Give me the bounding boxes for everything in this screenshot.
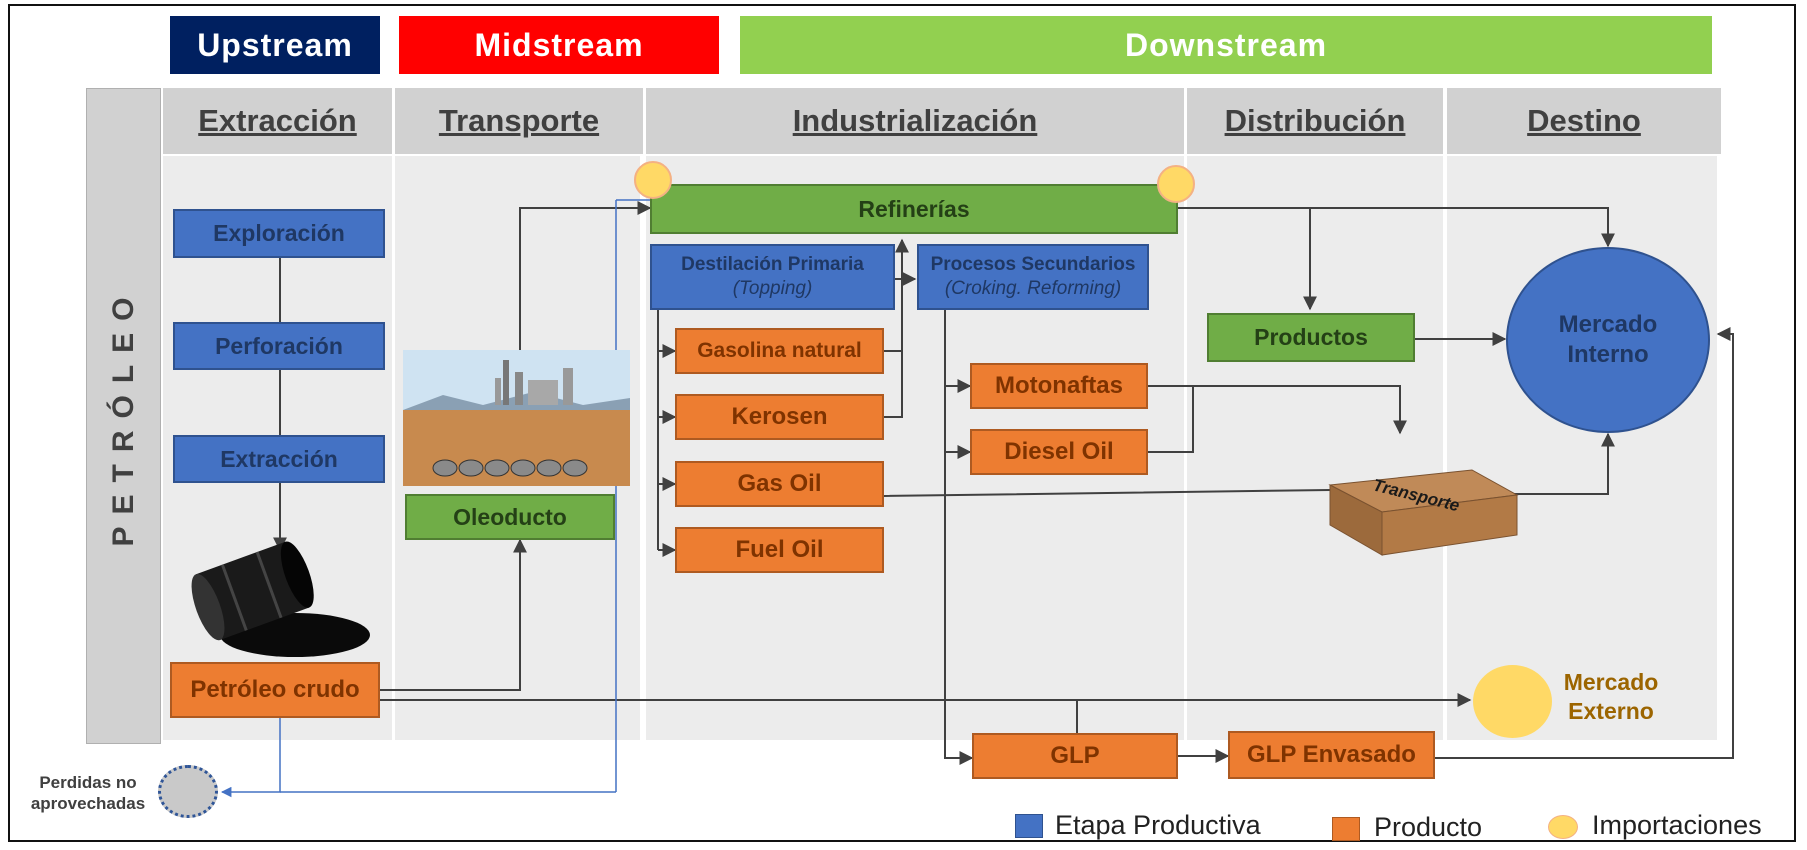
node-mercado-externo-line1: Mercado [1563, 669, 1659, 696]
node-motonaftas: Motonaftas [970, 363, 1148, 409]
node-mercado-externo-label: Mercado Externo [1548, 662, 1674, 732]
band-upstream: Upstream [170, 16, 380, 74]
node-destilacion-subtitle: (Topping) [732, 278, 813, 299]
node-petroleo-crudo: Petróleo crudo [170, 662, 380, 718]
node-oleoducto: Oleoducto [405, 494, 615, 540]
node-fuel-oil: Fuel Oil [675, 527, 884, 573]
node-productos-label: Productos [1254, 324, 1368, 351]
link-crudo-oleoducto [380, 538, 527, 691]
node-perdidas-label: Perdidas no aprovechadas [18, 766, 158, 820]
node-kerosen-label: Kerosen [731, 403, 828, 430]
link-refineria-input [519, 201, 652, 350]
node-oleoducto-label: Oleoducto [453, 503, 567, 530]
legend-importaciones-swatch [1548, 815, 1578, 839]
node-exploracion-label: Exploración [213, 220, 345, 247]
oil-barrel-image [191, 541, 370, 657]
node-glp-label: GLP [1050, 742, 1100, 769]
node-procesos-secundarios: Procesos Secundarios (Croking. Reforming… [917, 244, 1149, 310]
column-header-destino: Destino [1447, 88, 1721, 154]
band-downstream: Downstream [740, 16, 1712, 74]
column-header-transporte: Transporte [395, 88, 643, 154]
node-perforacion: Perforación [173, 322, 385, 370]
node-extraccion-label: Extracción [220, 445, 338, 472]
node-mercado-interno-line2: Interno [1567, 341, 1649, 368]
link-perdidas-main [220, 718, 281, 798]
node-gas-oil: Gas Oil [675, 461, 884, 507]
node-fuel-oil-label: Fuel Oil [735, 536, 824, 563]
transporte-box-image: Transporte [1328, 469, 1519, 556]
node-refinerias: Refinerías [650, 184, 1178, 234]
column-bg-distribucion [1187, 156, 1443, 740]
legend-importaciones-label: Importaciones [1592, 809, 1762, 840]
link-motonaftas-transporte [1148, 385, 1407, 435]
node-refinerias-label: Refinerías [858, 195, 970, 222]
link-kerosen-refinerias [884, 351, 903, 418]
link-gasoil-mercado [883, 434, 1608, 497]
node-perdidas-line1: Perdidas no [39, 772, 137, 792]
node-extraccion: Extracción [173, 435, 385, 483]
diagram-frame [8, 4, 1796, 842]
link-envasado-mercado [1435, 327, 1734, 759]
node-diesel-oil: Diesel Oil [970, 429, 1148, 475]
node-perdidas-marker [158, 765, 218, 818]
legend-etapa-swatch [1015, 814, 1043, 838]
node-destilacion-primaria: Destilación Primaria (Topping) [650, 244, 895, 310]
node-diesel-oil-label: Diesel Oil [1004, 438, 1114, 465]
column-header-industrializacion: Industrialización [646, 88, 1184, 154]
node-motonaftas-label: Motonaftas [995, 372, 1123, 399]
node-procesos-subtitle: (Croking. Reforming) [944, 278, 1122, 299]
column-header-distribucion: Distribución [1187, 88, 1443, 154]
side-panel: PETRÓLEO [86, 88, 161, 744]
node-gas-oil-label: Gas Oil [737, 470, 822, 497]
node-mercado-interno: Mercado Interno [1506, 247, 1710, 433]
link-refinerias-mercado [1178, 207, 1615, 248]
node-perforacion-label: Perforación [215, 332, 343, 359]
refinery-pipeline-image [403, 350, 630, 486]
node-glp: GLP [972, 733, 1178, 779]
node-glp-envasado-label: GLP Envasado [1247, 741, 1416, 768]
node-productos: Productos [1207, 313, 1415, 362]
node-procesos-title: Procesos Secundarios [930, 254, 1136, 276]
node-mercado-interno-line1: Mercado [1558, 311, 1658, 338]
node-glp-envasado: GLP Envasado [1228, 731, 1435, 779]
column-header-extraccion: Extracción [163, 88, 392, 154]
node-petroleo-crudo-label: Petróleo crudo [190, 676, 360, 703]
node-gasolina-natural: Gasolina natural [675, 328, 884, 374]
legend-producto-label: Producto [1374, 811, 1483, 842]
legend-etapa-label: Etapa Productiva [1055, 809, 1261, 840]
link-perdidas-oleoducto [615, 199, 652, 792]
importacion-marker-refinerias-left [634, 161, 672, 199]
link-diesel-join [1148, 386, 1194, 453]
node-kerosen: Kerosen [675, 394, 884, 440]
node-perdidas-line2: aprovechadas [30, 794, 146, 813]
node-mercado-externo-line2: Externo [1568, 698, 1654, 724]
node-gasolina-natural-label: Gasolina natural [697, 338, 862, 362]
node-exploracion: Exploración [173, 209, 385, 258]
band-midstream: Midstream [399, 16, 719, 74]
node-destilacion-title: Destilación Primaria [681, 254, 864, 276]
importacion-marker-refinerias-right [1157, 165, 1195, 203]
node-mercado-externo-marker [1473, 665, 1552, 738]
link-procesos-branches [944, 310, 974, 765]
legend-producto-swatch [1332, 817, 1360, 841]
